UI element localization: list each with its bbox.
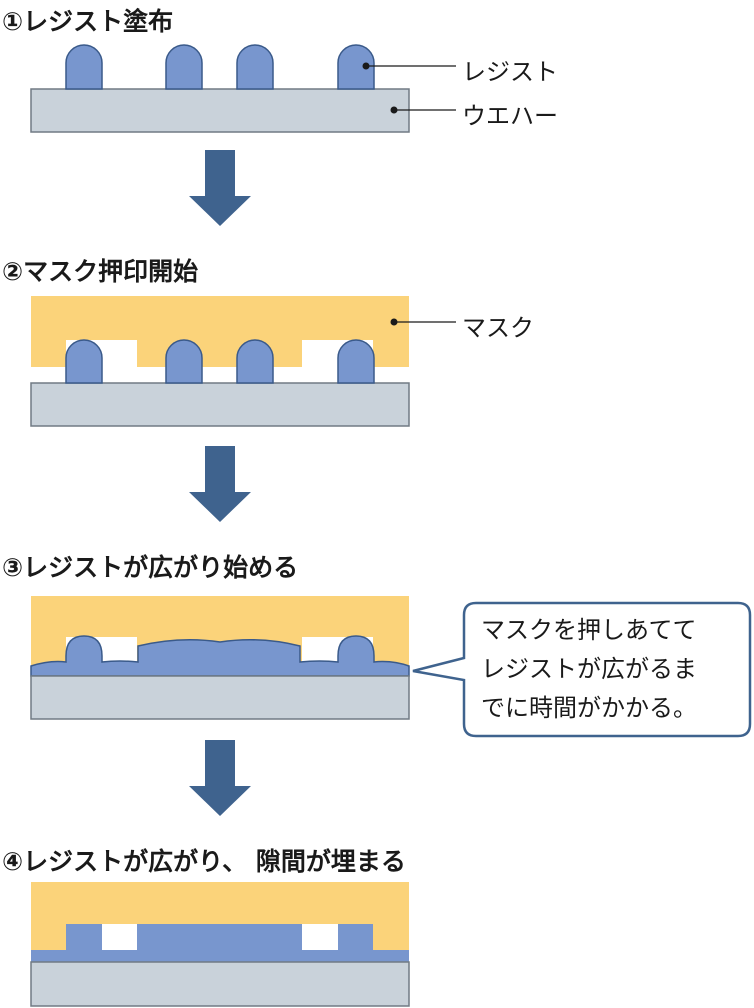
wafer-1 <box>30 88 410 133</box>
step3-illustration <box>30 596 752 738</box>
step-3-title: ③レジストが広がり始める <box>2 553 299 582</box>
callout-box <box>412 601 752 738</box>
step4-illustration <box>30 882 410 1007</box>
down-arrow-3 <box>189 740 251 816</box>
callout-text: マスクを押しあてて レジストが広がるま でに時間がかかる。 <box>467 603 749 733</box>
label-wafer: ウエハー <box>462 102 558 130</box>
resist-dot-2d <box>337 339 375 384</box>
resist-dot-1a <box>65 44 103 90</box>
leader-wafer-dot <box>390 106 398 114</box>
step-1-title: ①レジスト塗布 <box>2 7 174 36</box>
wafer-3 <box>30 675 410 720</box>
step-2-title: ②マスク押印開始 <box>2 257 199 286</box>
down-arrow-1 <box>189 150 251 226</box>
resist-dot-2c <box>236 339 274 384</box>
resist-layer-3 <box>30 635 410 677</box>
leader-resist-dot <box>362 62 370 70</box>
step2-illustration <box>30 296 456 427</box>
resist-dot-1d <box>337 44 375 90</box>
mask-4 <box>31 882 409 950</box>
resist-dot-2b <box>165 339 203 384</box>
resist-dot-1b <box>165 44 203 90</box>
step1-illustration <box>30 44 456 133</box>
step-4-title: ④レジストが広がり、 隙間が埋まる <box>2 847 406 876</box>
label-mask: マスク <box>462 314 534 342</box>
down-arrow-2 <box>189 446 251 522</box>
leader-mask-dot <box>390 318 398 326</box>
callout-line-3: でに時間がかかる。 <box>481 694 697 722</box>
callout-line-1: マスクを押しあてて <box>481 616 697 644</box>
resist-dot-1c <box>236 44 274 90</box>
wafer-4 <box>30 961 410 1007</box>
resist-layer-4 <box>31 924 409 962</box>
label-resist: レジスト <box>462 58 558 86</box>
mask-3 <box>31 596 409 665</box>
resist-dot-2a <box>65 339 103 384</box>
wafer-2 <box>30 382 410 427</box>
callout-line-2: レジストが広がるま <box>481 655 697 683</box>
mask-2 <box>31 296 409 367</box>
